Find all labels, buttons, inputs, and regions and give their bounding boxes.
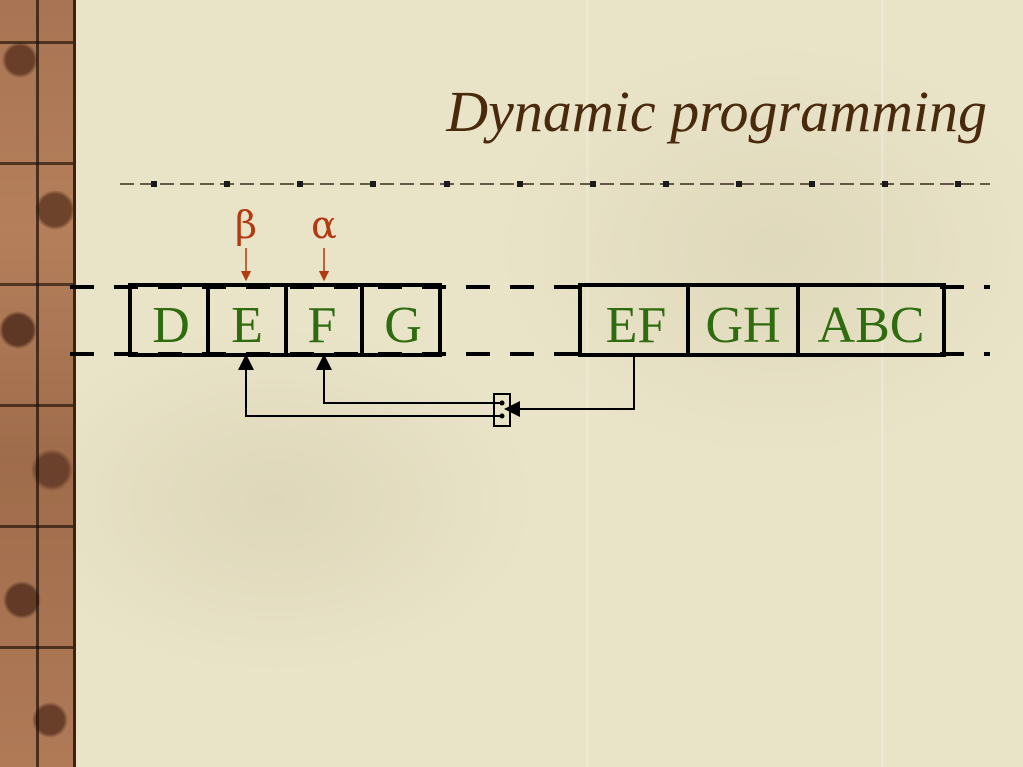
- cell-d: D: [152, 297, 190, 354]
- tape-border: [70, 285, 990, 356]
- cell-f: F: [308, 297, 337, 354]
- background-texture: [76, 0, 1023, 767]
- ef-link-arrow: [504, 356, 635, 417]
- cell-e: E: [231, 297, 263, 354]
- title-divider: [120, 181, 990, 187]
- beta-label: β: [235, 203, 257, 247]
- cell-g: G: [384, 297, 422, 354]
- pointer-slot-top: [499, 400, 505, 406]
- e-link-arrow: [238, 354, 500, 417]
- alpha-label: α: [311, 203, 337, 247]
- slide-title: Dynamic programming: [446, 79, 987, 144]
- cell-gh: GH: [705, 297, 780, 354]
- cell-ef: EF: [606, 297, 667, 354]
- cell-abc: ABC: [818, 297, 925, 354]
- pointer-node: [493, 393, 511, 427]
- pointer-slot-bottom: [499, 413, 505, 419]
- decorative-side-strip: [0, 0, 76, 767]
- f-link-arrow: [316, 354, 500, 404]
- right-cells: [578, 283, 946, 357]
